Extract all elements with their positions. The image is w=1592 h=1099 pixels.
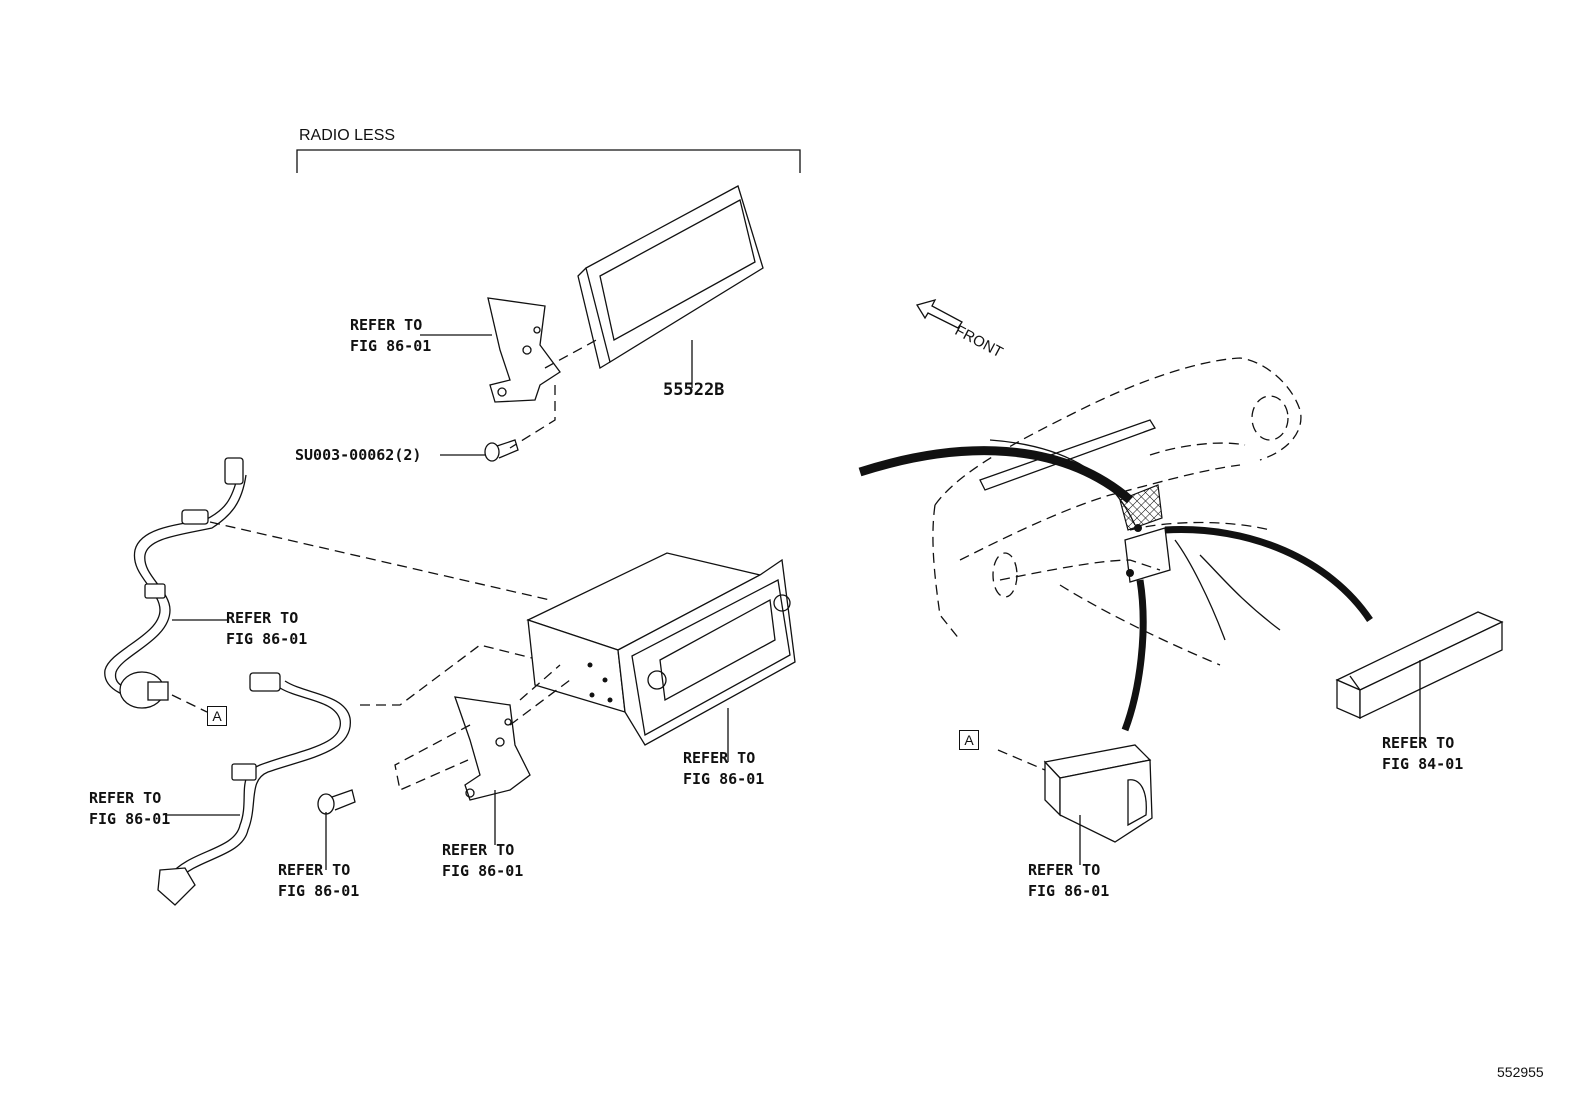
label-wire-harness-line2: FIG 86-01: [226, 630, 308, 648]
label-upper-bracket-line1: REFER TO: [350, 316, 423, 334]
cover-panel-55522b: [577, 185, 764, 388]
switch-panel: [1335, 611, 1504, 740]
leader-curve-top-thin: [989, 439, 1136, 526]
radio-less-label: RADIO LESS: [299, 127, 396, 144]
label-radio-unit-line2: FIG 86-01: [683, 770, 765, 788]
upper-screw: [440, 439, 519, 462]
label-wire-harness-line1: REFER TO: [226, 609, 299, 627]
label-upper-bracket-line2: FIG 86-01: [350, 337, 432, 355]
label-lower-screw-line2: FIG 86-01: [278, 882, 360, 900]
label-antenna-cord-line1: REFER TO: [89, 789, 162, 807]
upper-bracket: [420, 297, 601, 449]
leader-curve-right: [1164, 526, 1373, 622]
antenna-cord: [157, 644, 541, 906]
label-antenna-cord-line2: FIG 86-01: [89, 810, 171, 828]
label-lower-bracket-line1: REFER TO: [442, 841, 515, 859]
aux-jack: [997, 744, 1153, 865]
label-part-55522b: 55522B: [663, 380, 725, 400]
label-radio-unit-line1: REFER TO: [683, 749, 756, 767]
wire-harness: [104, 457, 551, 713]
label-aux-jack-line2: FIG 86-01: [1028, 882, 1110, 900]
callout-a-left: A: [207, 706, 227, 726]
radio-less-bracket: [296, 149, 801, 173]
radio-unit: [526, 552, 796, 762]
label-switch-panel-line1: REFER TO: [1382, 734, 1455, 752]
label-lower-screw-line1: REFER TO: [278, 861, 351, 879]
label-aux-jack-line1: REFER TO: [1028, 861, 1101, 879]
leader-curve-bottom: [1121, 579, 1147, 732]
dashboard-outline: [932, 357, 1302, 666]
label-switch-panel-line2: FIG 84-01: [1382, 755, 1464, 773]
label-screw-part-number: SU003-00062(2): [295, 446, 422, 464]
lower-bracket: [394, 664, 571, 845]
diagram-number: 552955: [1497, 1064, 1544, 1080]
lower-screw: [317, 789, 356, 870]
label-lower-bracket-line2: FIG 86-01: [442, 862, 524, 880]
front-arrow: [915, 298, 963, 329]
callout-a-right: A: [959, 730, 979, 750]
